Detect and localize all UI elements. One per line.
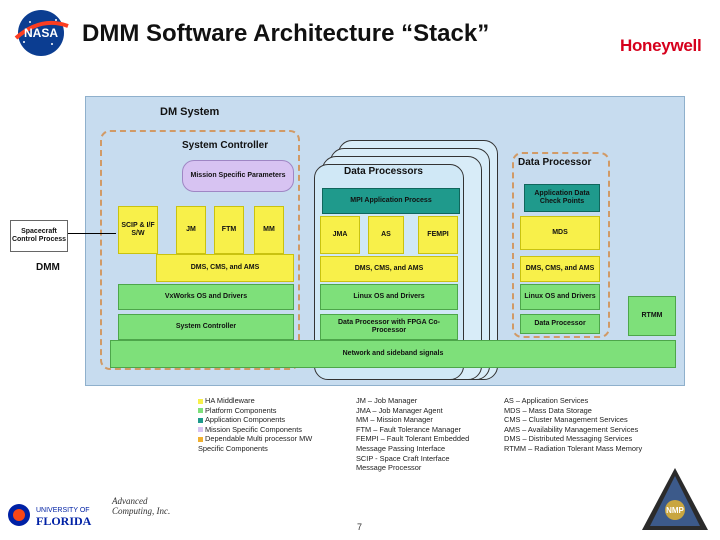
dms-cms-ams-dp: DMS, CMS, and AMS xyxy=(320,256,458,282)
nmp-mission-patch: NMP xyxy=(640,466,710,532)
legend-swatch xyxy=(198,408,203,414)
legend-swatch xyxy=(198,436,203,442)
rtmm-box: RTMM xyxy=(628,296,676,336)
mm-box: MM xyxy=(254,206,284,254)
abbrev-item: MM – Mission Manager xyxy=(356,415,433,425)
abbrev-item: AS – Application Services xyxy=(504,396,589,405)
linux-os-drivers-right: Linux OS and Drivers xyxy=(520,284,600,310)
abbrev-item: DMS – Distributed Messaging Services xyxy=(504,434,633,444)
abbrev-item: SCIP - Space Craft Interface xyxy=(356,453,450,463)
abbrev-item: FTM – Fault Tolerance Manager xyxy=(356,424,462,434)
jm-box: JM xyxy=(176,206,206,254)
legend-swatch xyxy=(198,427,203,433)
jma-box: JMA xyxy=(320,216,360,254)
legend-item: Dependable Multi processor MW xyxy=(198,434,312,444)
system-controller-box xyxy=(100,130,300,370)
svg-text:NASA: NASA xyxy=(24,26,58,40)
legend-item: Application Components xyxy=(198,415,312,425)
nasa-logo: NASA xyxy=(8,8,74,58)
spacecraft-link-line xyxy=(68,233,116,234)
svg-text:NMP: NMP xyxy=(666,506,684,515)
spacecraft-control-process: Spacecraft Control Process xyxy=(10,220,68,252)
fempi-box: FEMPI xyxy=(418,216,458,254)
abbrev-item: FEMPI – Fault Tolerant Embedded xyxy=(356,434,470,444)
svg-text:UNIVERSITY OF: UNIVERSITY OF xyxy=(36,507,90,514)
linux-os-drivers-dp: Linux OS and Drivers xyxy=(320,284,458,310)
system-controller-label: System Controller xyxy=(182,140,269,151)
abbrev-item: Message Passing Interface xyxy=(356,443,446,453)
legend-item: Mission Specific Components xyxy=(198,425,312,435)
advanced-computing-logo: Advanced Computing, Inc. xyxy=(112,496,171,516)
mission-specific-parameters: Mission Specific Parameters xyxy=(182,160,294,192)
abbrev-item: CMS – Cluster Management Services xyxy=(504,415,628,425)
abbreviations-left: JM – Job Manager JMA – Job Manager Agent… xyxy=(356,396,469,473)
abbrev-item: JMA – Job Manager Agent xyxy=(356,405,443,415)
page-number: 7 xyxy=(357,522,363,532)
honeywell-logo: Honeywell xyxy=(620,36,702,55)
data-processor-fpga: Data Processor with FPGA Co-Processor xyxy=(320,314,458,340)
network-sideband-signals: Network and sideband signals xyxy=(110,340,676,368)
legend: HA Middleware Platform Components Applic… xyxy=(198,396,312,454)
mpi-application-process: MPI Application Process xyxy=(322,188,460,214)
vxworks-os-drivers: VxWorks OS and Drivers xyxy=(118,284,294,310)
legend-swatch xyxy=(198,417,203,423)
as-box: AS xyxy=(368,216,404,254)
legend-item: HA Middleware xyxy=(198,396,312,406)
data-processor-box xyxy=(512,152,610,338)
svg-text:FLORIDA: FLORIDA xyxy=(36,514,92,528)
abbreviations-right: AS – Application Services MDS – Mass Dat… xyxy=(504,396,642,454)
data-processor-label: Data Processor xyxy=(518,157,592,168)
ftm-box: FTM xyxy=(214,206,244,254)
system-controller-hw: System Controller xyxy=(118,314,294,340)
legend-item-cont: Specific Components xyxy=(198,443,268,453)
legend-swatch xyxy=(198,398,203,404)
dmm-label: DMM xyxy=(36,262,60,273)
dms-cms-ams-controller: DMS, CMS, and AMS xyxy=(156,254,294,282)
abbrev-item: AMS – Availability Management Services xyxy=(504,424,639,434)
university-of-florida-logo: UNIVERSITY OF FLORIDA xyxy=(6,500,106,530)
scip-if-sw: SCIP & I/F S/W xyxy=(118,206,158,254)
data-processor-hw: Data Processor xyxy=(520,314,600,334)
abbrev-item: Message Processor xyxy=(356,463,422,473)
page-title: DMM Software Architecture “Stack” xyxy=(82,20,490,47)
abbrev-item: MDS – Mass Data Storage xyxy=(504,405,592,415)
data-processors-label: Data Processors xyxy=(344,166,423,177)
dm-system-label: DM System xyxy=(160,106,220,118)
application-data-check-points: Application Data Check Points xyxy=(524,184,600,212)
mds-box: MDS xyxy=(520,216,600,250)
abbrev-item: RTMM – Radiation Tolerant Mass Memory xyxy=(504,443,643,453)
abbrev-item: JM – Job Manager xyxy=(356,396,418,405)
legend-item: Platform Components xyxy=(198,406,312,416)
dms-cms-ams-right: DMS, CMS, and AMS xyxy=(520,256,600,282)
